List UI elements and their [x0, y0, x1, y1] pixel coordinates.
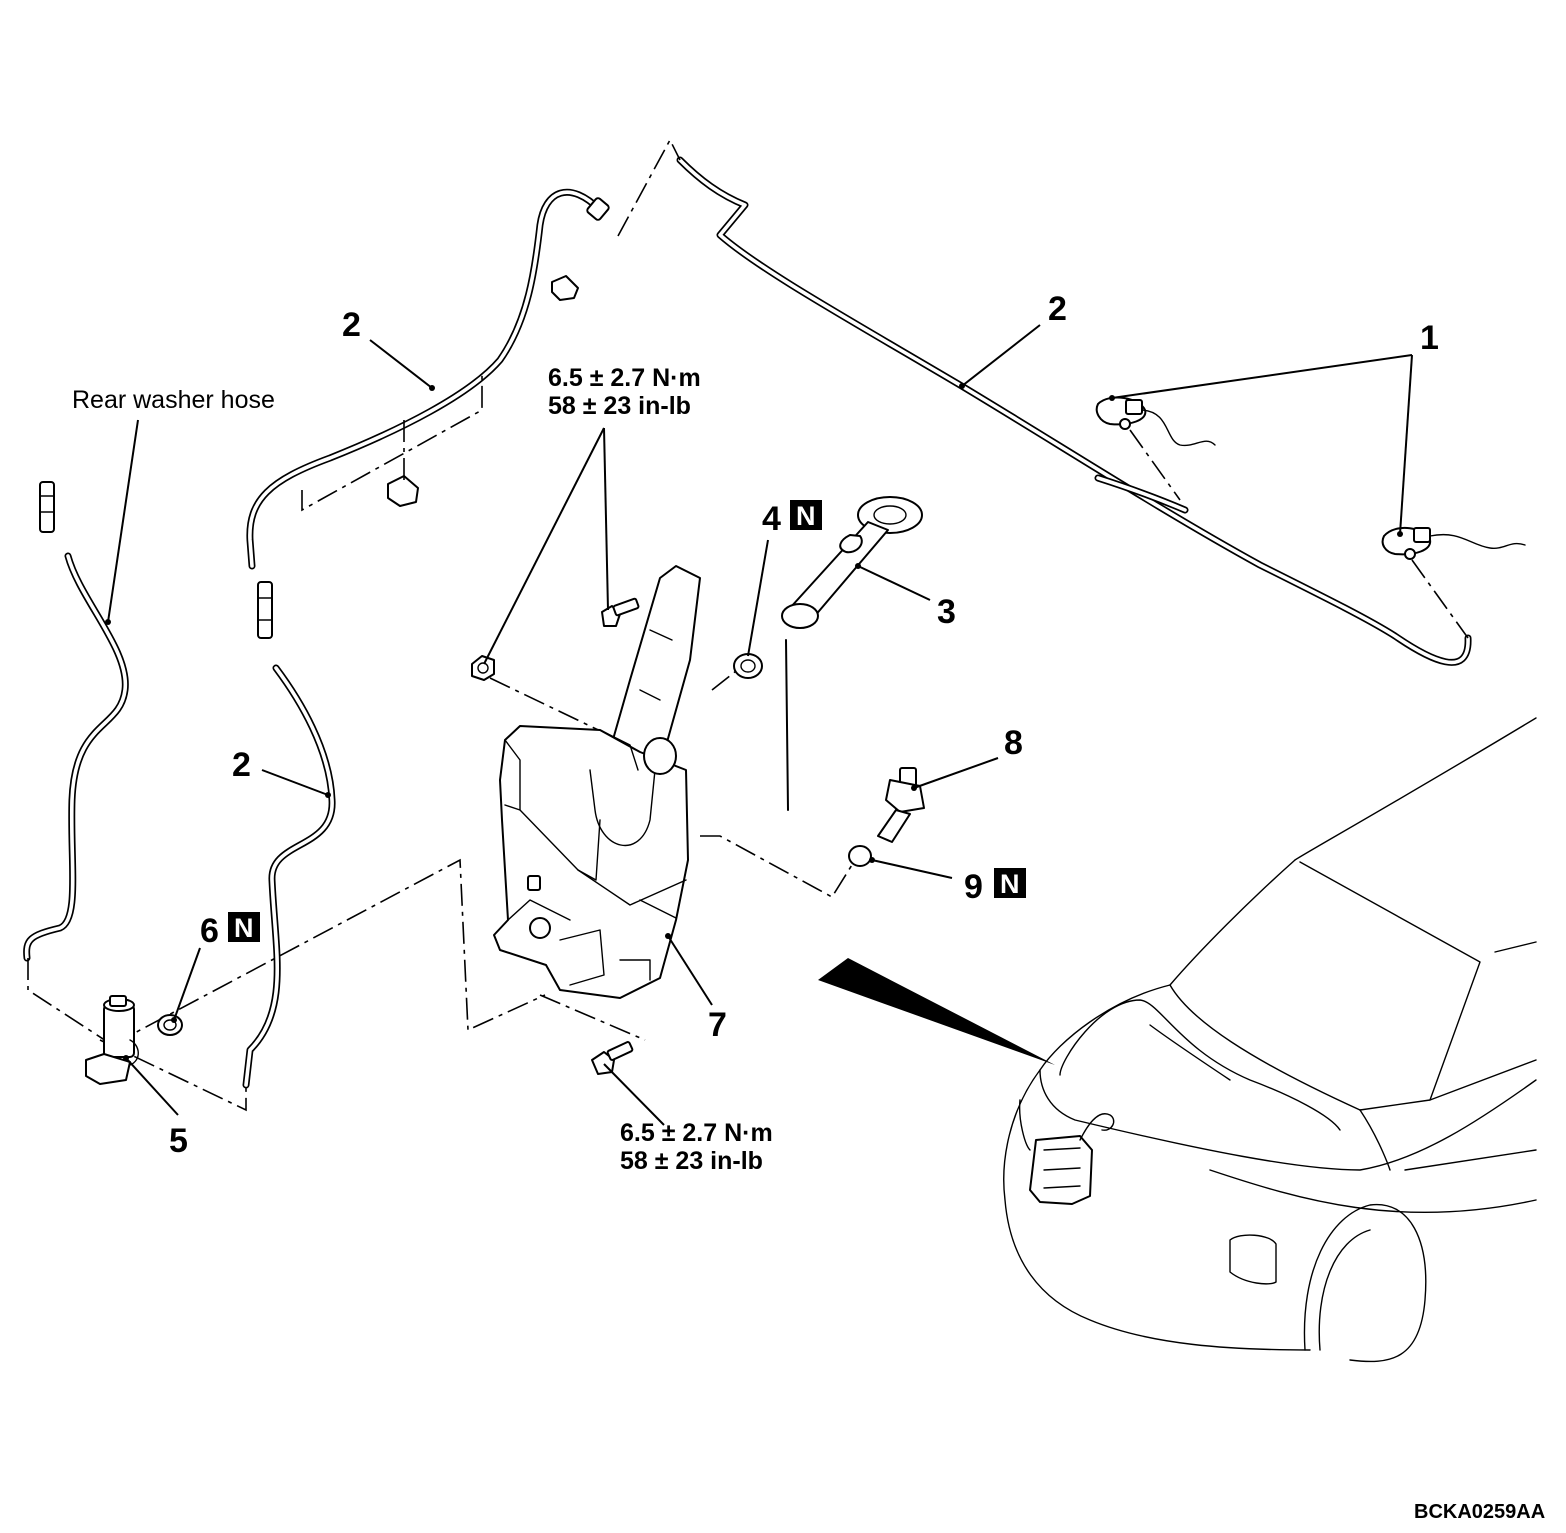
windshield-washer-hose-front [246, 188, 610, 570]
windshield-washer-hose-cowl [676, 156, 1472, 666]
svg-text:N: N [234, 913, 254, 943]
hose-joint-front [257, 581, 273, 639]
hose-clip-upper [551, 275, 579, 301]
torque-lower-metric: 6.5 ± 2.7 N·m [620, 1119, 773, 1147]
rear-washer-hose-label: Rear washer hose [72, 386, 275, 414]
callout-7: 7 [708, 1006, 727, 1044]
washer-nozzle-right [1381, 526, 1526, 560]
callout-2-cowl: 2 [1048, 290, 1067, 328]
torque-upper-metric: 6.5 ± 2.7 N·m [548, 364, 701, 392]
pump-grommet [157, 1014, 183, 1036]
callout-1: 1 [1420, 319, 1439, 357]
callout-4: 4 [762, 500, 781, 538]
filler-neck-grommet [733, 653, 763, 679]
callout-2-front: 2 [342, 306, 361, 344]
tank-bolt-upper [601, 597, 640, 627]
sensor-grommet [848, 845, 872, 867]
tank-nut-upper [471, 655, 495, 681]
washer-hose-lower [242, 664, 336, 1089]
leader-lines [105, 324, 1413, 1126]
washer-nozzle-left [1095, 396, 1216, 447]
callout-3: 3 [937, 593, 956, 631]
hose-joint-rear [39, 481, 55, 533]
figure-code: BCKA0259AA [1414, 1501, 1545, 1523]
vehicle-locator-illustration [818, 717, 1537, 1363]
new-part-marker-4: N [790, 500, 822, 531]
new-part-marker-9: N [994, 868, 1026, 899]
callout-5: 5 [169, 1122, 188, 1160]
washer-pump [85, 995, 139, 1085]
svg-text:N: N [796, 501, 816, 531]
callout-9: 9 [964, 868, 983, 906]
alignment-lines [27, 138, 1469, 1112]
washer-filler-neck [781, 496, 923, 811]
tank-bolt-lower [591, 1041, 634, 1075]
hose-clip-lower [387, 475, 419, 507]
callout-8: 8 [1004, 724, 1023, 762]
callout-6: 6 [200, 912, 219, 950]
torque-lower-imperial: 58 ± 23 in-lb [620, 1147, 763, 1175]
rear-washer-hose [23, 552, 129, 962]
svg-text:N: N [1000, 869, 1020, 899]
callout-2-lower: 2 [232, 746, 251, 784]
washer-tank [493, 725, 689, 999]
washer-tank-bracket [609, 565, 701, 761]
new-part-marker-6: N [228, 912, 260, 943]
washer-level-sensor [877, 767, 925, 843]
torque-upper-imperial: 58 ± 23 in-lb [548, 392, 691, 420]
